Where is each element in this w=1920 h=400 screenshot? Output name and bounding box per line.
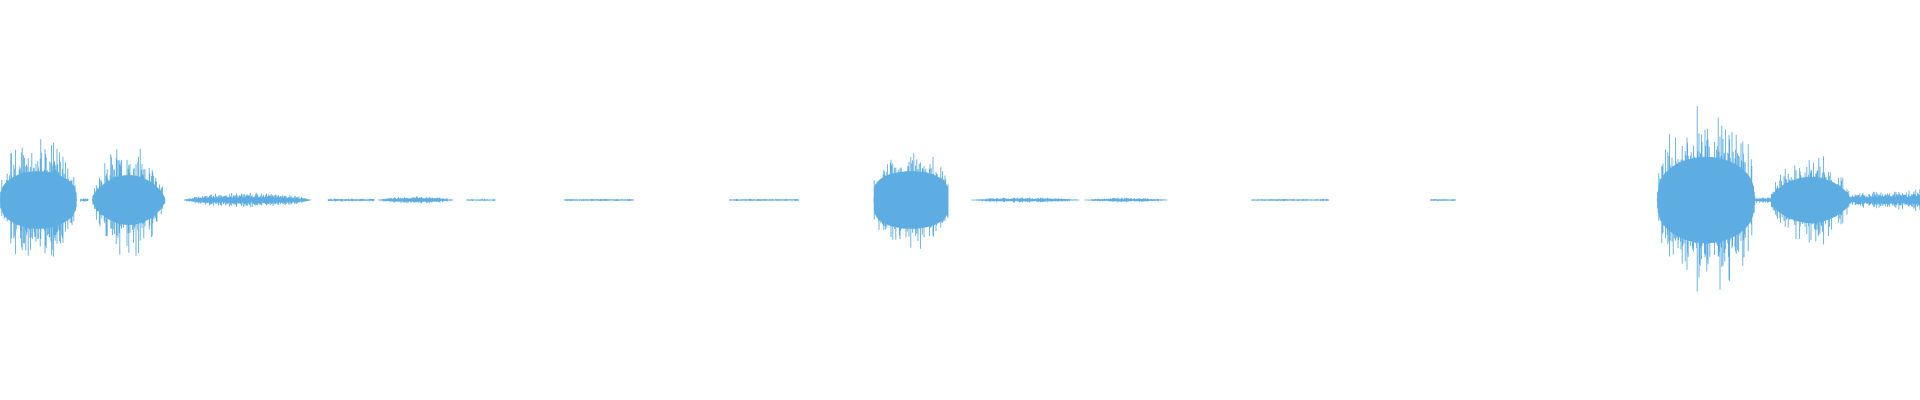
waveform-segment-core	[873, 171, 949, 229]
waveform-segment-core	[1657, 156, 1755, 244]
waveform-segment	[1084, 197, 1168, 203]
waveform-segment	[1850, 189, 1920, 211]
waveform-trace	[0, 106, 1920, 292]
waveform-segment-core	[1770, 177, 1851, 223]
waveform-segment	[377, 196, 454, 204]
waveform-segment	[971, 197, 1080, 203]
waveform-segment-core	[92, 175, 166, 225]
waveform-segment-core	[0, 171, 77, 229]
waveform-segment	[183, 192, 312, 208]
